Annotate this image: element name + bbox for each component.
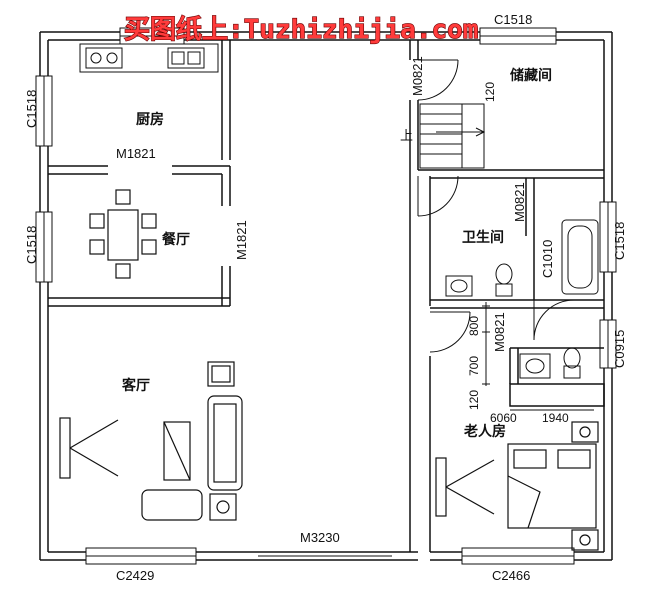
interior-walls-right xyxy=(409,40,605,552)
rotated-labels: C1518 C1518 C1518 C0915 C1010 M1821 M082… xyxy=(24,56,627,410)
window-label-c1518-right: C1518 xyxy=(612,222,627,260)
window-label-c2429: C2429 xyxy=(116,568,154,583)
room-label-dining: 餐厅 xyxy=(161,231,190,248)
living-room-furniture xyxy=(59,361,243,521)
door-label-m0821-bath: M0821 xyxy=(512,182,527,222)
room-label-storage: 储藏间 xyxy=(509,67,552,84)
door-label-m1821-kitchen: M1821 xyxy=(116,146,156,161)
window-label-c1010: C1010 xyxy=(540,240,555,278)
door-label-m0821-bedroom: M0821 xyxy=(492,312,507,352)
window-label-c0915: C0915 xyxy=(612,330,627,368)
watermark-text: 买图纸上:Tuzhizhijia.com xyxy=(124,14,478,45)
dimension-800: 800 xyxy=(467,316,481,336)
interior-walls-left xyxy=(48,40,231,307)
windows xyxy=(35,27,617,565)
dimension-700: 700 xyxy=(467,356,481,376)
door-label-m0821-storage: M0821 xyxy=(410,56,425,96)
door-label-m1821-dining: M1821 xyxy=(234,220,249,260)
room-label-living: 客厅 xyxy=(121,377,150,394)
dining-table-set xyxy=(89,189,157,279)
component-labels: C1518 M1821 C2429 C2466 M3230 上 6060 194… xyxy=(116,12,569,583)
dimension-6060: 6060 xyxy=(490,411,517,425)
room-labels: 厨房 餐厅 客厅 储藏间 卫生间 老人房 xyxy=(121,67,552,440)
room-label-elder-bedroom: 老人房 xyxy=(464,423,506,440)
outer-walls xyxy=(39,31,613,561)
dimension-ticks xyxy=(482,302,594,411)
stair-up-label: 上 xyxy=(400,128,413,143)
window-label-c1518-left-upper: C1518 xyxy=(24,90,39,128)
bathroom-fixtures xyxy=(445,219,599,379)
kitchen-counter xyxy=(79,43,219,73)
doors xyxy=(258,59,575,557)
dimension-1940: 1940 xyxy=(542,411,569,425)
room-label-bathroom: 卫生间 xyxy=(462,229,504,246)
window-label-c2466: C2466 xyxy=(492,568,530,583)
bedroom-furniture xyxy=(435,421,599,551)
door-label-m3230: M3230 xyxy=(300,530,340,545)
staircase xyxy=(419,103,486,169)
dimension-120-bedroom: 120 xyxy=(467,390,481,410)
window-label-c1518-left-lower: C1518 xyxy=(24,226,39,264)
room-label-kitchen: 厨房 xyxy=(136,111,164,128)
dimension-120-storage: 120 xyxy=(483,82,497,102)
window-label-c1518-top-right: C1518 xyxy=(494,12,532,27)
